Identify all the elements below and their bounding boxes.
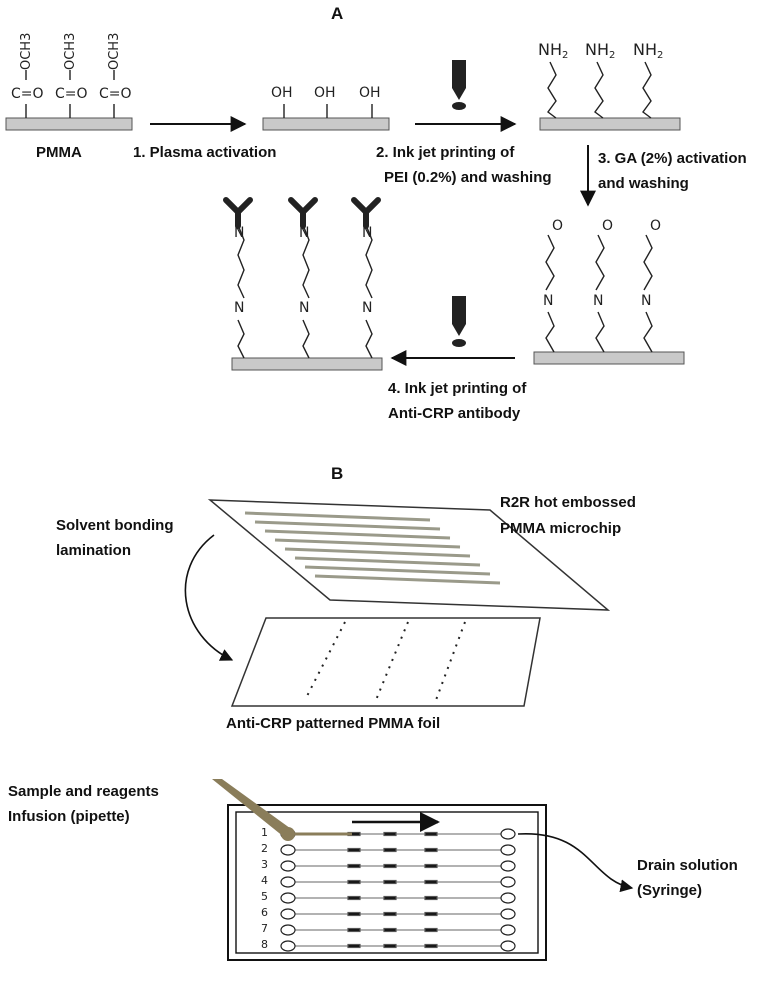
channel-number: 8	[261, 938, 268, 951]
spot-mark	[424, 927, 438, 933]
spot-mark	[424, 831, 438, 837]
spot-mark	[347, 895, 361, 901]
pmma-label: PMMA	[36, 144, 82, 161]
spot-mark	[424, 863, 438, 869]
microchannel	[280, 940, 516, 952]
spot-mark	[424, 911, 438, 917]
microchannel	[280, 924, 516, 936]
channel-number: 5	[261, 890, 268, 903]
nitrogen-label: N	[593, 293, 604, 309]
drain-label-line2: (Syringe)	[637, 882, 703, 899]
spot-mark	[383, 847, 397, 853]
microchannel	[280, 876, 516, 888]
spot-mark	[347, 943, 361, 949]
ester-group-label: C=O	[99, 86, 132, 102]
channel-number: 2	[261, 842, 268, 855]
nitrogen-label: N	[641, 293, 652, 309]
aldehyde-substrate	[533, 234, 685, 365]
spot-mark	[383, 831, 397, 837]
step3-label-line1: 3. GA (2%) activation	[598, 150, 747, 167]
nitrogen-label: N	[299, 225, 310, 241]
microfluidic-chip	[212, 779, 634, 961]
lamination-arrow	[184, 534, 234, 661]
spot-mark	[383, 863, 397, 869]
step4-label-line2: Anti-CRP antibody	[388, 405, 521, 422]
antibody-icon	[223, 197, 253, 229]
spot-mark	[383, 879, 397, 885]
bonding-label-line1: Solvent bonding	[56, 517, 174, 534]
step1-label: 1. Plasma activation	[133, 144, 277, 161]
nitrogen-label: N	[362, 225, 373, 241]
nitrogen-label: N	[234, 300, 245, 316]
drain-label-line1: Drain solution	[637, 857, 738, 874]
methoxy-group-label: OCH3	[63, 32, 78, 70]
microchip-label-line2: PMMA microchip	[500, 520, 622, 537]
hydroxyl-substrate	[262, 104, 390, 131]
pmma-substrate	[5, 70, 133, 131]
step2-label-line1: 2. Ink jet printing of	[376, 144, 515, 161]
nitrogen-label: N	[299, 300, 310, 316]
foil-label: Anti-CRP patterned PMMA foil	[226, 715, 441, 732]
hydroxyl-label: OH	[359, 85, 381, 101]
ester-group-label: C=O	[11, 86, 44, 102]
sample-label-line2: Infusion (pipette)	[8, 808, 130, 825]
amine-label: NH2	[633, 40, 664, 61]
channel-number: 6	[261, 906, 268, 919]
oxygen-label: O	[602, 218, 614, 234]
amine-substrate	[539, 61, 681, 131]
oxygen-label: O	[552, 218, 564, 234]
oxygen-label: O	[650, 218, 662, 234]
pipette-icon	[212, 779, 294, 837]
spot-mark	[383, 911, 397, 917]
antibody-icon	[288, 197, 318, 229]
microchannel	[280, 860, 516, 872]
spot-mark	[347, 927, 361, 933]
pmma-foil	[230, 617, 541, 707]
spot-mark	[383, 895, 397, 901]
microchannel	[280, 844, 516, 856]
spot-mark	[383, 943, 397, 949]
panel-b-title: B	[331, 464, 344, 483]
spot-mark	[347, 879, 361, 885]
channel-number: 4	[261, 874, 268, 887]
drain-arrow	[517, 833, 634, 893]
microchannel	[280, 908, 516, 920]
spot-mark	[424, 895, 438, 901]
pmma-microchip	[207, 499, 611, 611]
panel-a-title: A	[331, 4, 344, 23]
inkjet-nozzle-icon	[452, 296, 466, 347]
hydroxyl-label: OH	[314, 85, 336, 101]
microchannel	[280, 892, 516, 904]
channel-number: 7	[261, 922, 268, 935]
step2-label-line2: PEI (0.2%) and washing	[384, 169, 552, 186]
spot-mark	[347, 911, 361, 917]
spot-mark	[424, 879, 438, 885]
sample-label-line1: Sample and reagents	[8, 783, 159, 800]
nitrogen-label: N	[362, 300, 373, 316]
hydroxyl-label: OH	[271, 85, 293, 101]
spot-mark	[424, 847, 438, 853]
amine-label: NH2	[538, 40, 569, 61]
step4-label-line1: 4. Ink jet printing of	[388, 380, 527, 397]
spot-mark	[347, 863, 361, 869]
step3-label-line2: and washing	[598, 175, 689, 192]
ester-group-label: C=O	[55, 86, 88, 102]
bonding-label-line2: lamination	[56, 542, 132, 559]
nitrogen-label: N	[543, 293, 554, 309]
methoxy-group-label: OCH3	[107, 32, 122, 70]
antibody-icon	[351, 197, 381, 229]
spot-mark	[424, 943, 438, 949]
channel-number: 3	[261, 858, 268, 871]
antibody-substrate	[223, 197, 383, 371]
spot-mark	[383, 927, 397, 933]
inkjet-nozzle-icon	[452, 60, 466, 110]
nitrogen-label: N	[234, 225, 245, 241]
methoxy-group-label: OCH3	[19, 32, 34, 70]
channel-number: 1	[261, 826, 268, 839]
microchip-label-line1: R2R hot embossed	[500, 494, 636, 511]
amine-label: NH2	[585, 40, 616, 61]
spot-mark	[347, 847, 361, 853]
